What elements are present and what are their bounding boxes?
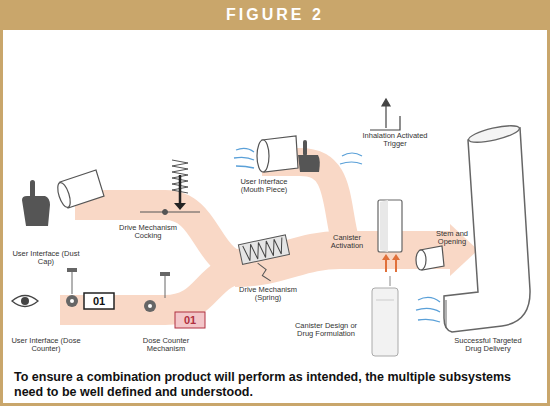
component-label: Canister Design or Drug Formulation xyxy=(286,322,366,339)
hand-icon xyxy=(298,140,320,172)
component-label: User Interface (Dust Cap) xyxy=(11,250,81,267)
component-label: Drive Mechanism Cocking xyxy=(113,224,183,241)
component-label: Stem and Opening xyxy=(422,230,482,247)
counter-window xyxy=(84,293,114,309)
gear-icon xyxy=(66,268,170,312)
component-label: User Interface (Mouth Piece) xyxy=(229,178,299,195)
component-label: User Interface (Dose Counter) xyxy=(11,337,81,354)
component-label: Dose Counter Mechanism xyxy=(133,337,199,354)
mouth-piece xyxy=(234,136,298,172)
cocking-spring xyxy=(140,160,200,215)
dust-cap xyxy=(55,170,104,209)
component-label: Canister Activation xyxy=(326,234,368,251)
component-label: Successful Targeted Drug Delivery xyxy=(453,337,523,354)
canister-formulation xyxy=(372,288,398,356)
caption: To ensure a combination product will per… xyxy=(14,370,536,400)
header-bar xyxy=(0,0,550,30)
eye-icon xyxy=(12,296,38,307)
canister xyxy=(378,200,402,286)
drive-spring xyxy=(238,235,294,286)
inhaler xyxy=(416,122,530,332)
stem xyxy=(416,246,444,270)
counter-window xyxy=(175,312,205,328)
component-label: Inhalation Activated Trigger xyxy=(360,132,430,149)
counter-number: 01 xyxy=(93,295,105,307)
component-label: Drive Mechanism (Spring) xyxy=(233,286,303,303)
figure-title: FIGURE 2 xyxy=(226,6,324,24)
hand-icon xyxy=(22,180,50,226)
counter-number: 01 xyxy=(184,314,196,326)
